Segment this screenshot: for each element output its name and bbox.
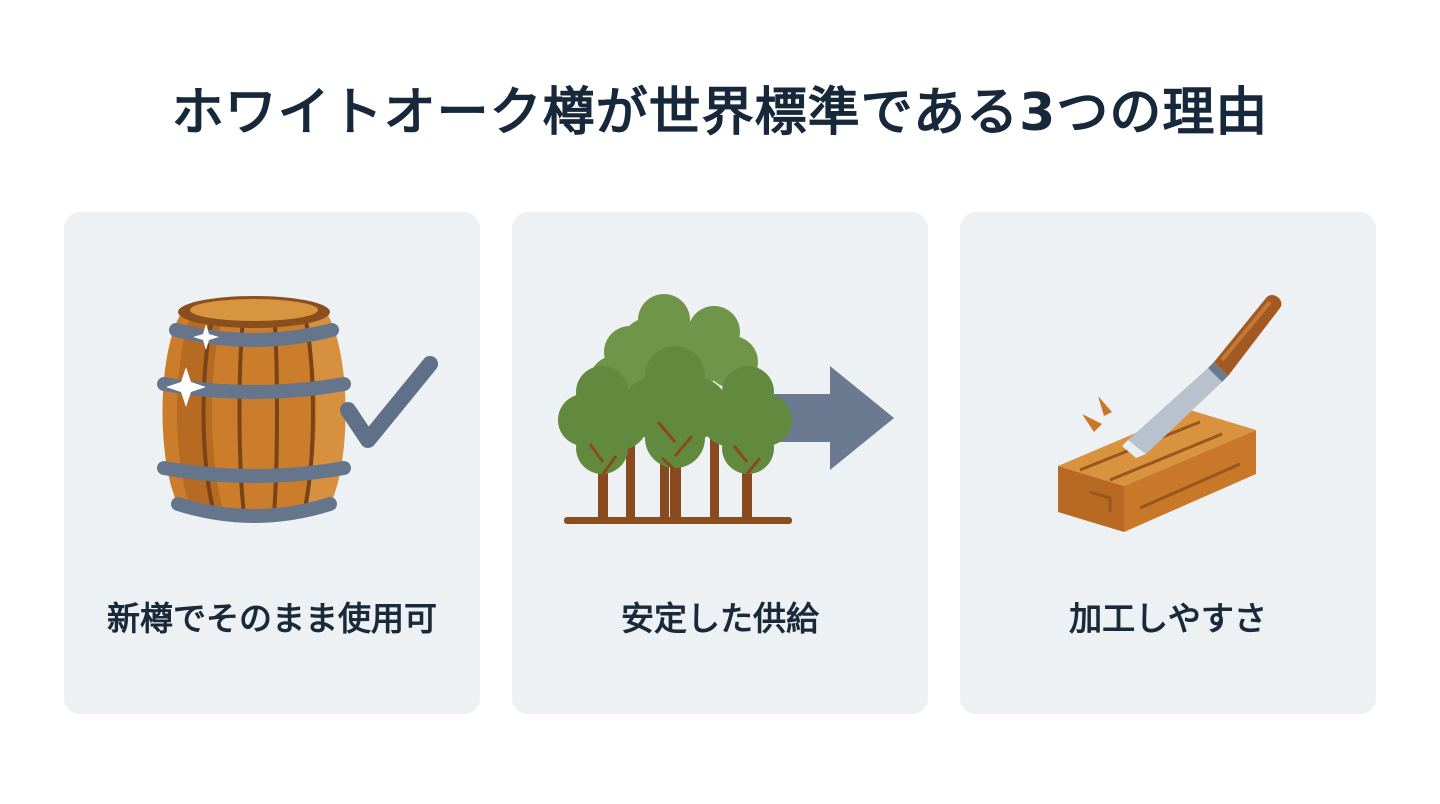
- barrel-check-icon: [157, 296, 438, 523]
- reason-label-3: 加工しやすさ: [1069, 599, 1267, 638]
- reason-label-2: 安定した供給: [621, 599, 819, 638]
- forest-arrow-icon: [558, 294, 894, 524]
- page-title: ホワイトオーク樽が世界標準である3つの理由: [171, 83, 1269, 143]
- reason-cards: 新樽でそのまま使用可: [64, 212, 1376, 714]
- reason-card-2: 安定した供給: [512, 212, 928, 714]
- reason-card-3: 加工しやすさ: [960, 212, 1376, 714]
- reason-label-1: 新樽でそのまま使用可: [107, 599, 437, 638]
- chisel-wood-icon: [1058, 295, 1282, 532]
- reason-card-1: 新樽でそのまま使用可: [64, 212, 480, 714]
